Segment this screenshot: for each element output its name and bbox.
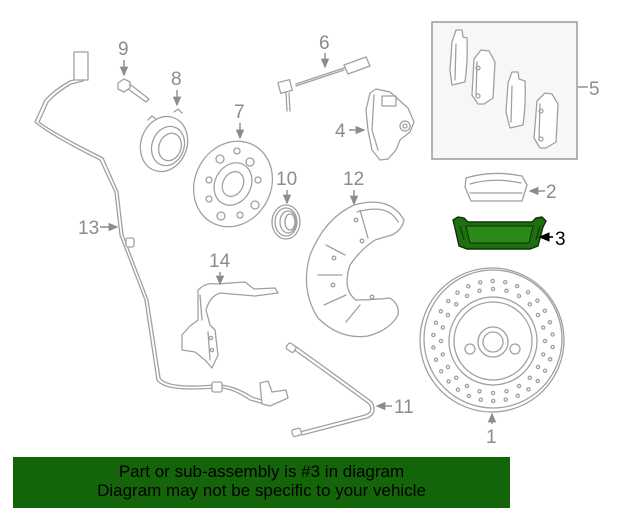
- drill-hole: [540, 325, 546, 330]
- drill-hole: [433, 357, 439, 363]
- drill-hole: [466, 393, 472, 399]
- drill-hole: [526, 387, 531, 392]
- brake-caliper-part[interactable]: 4: [335, 88, 415, 161]
- drill-hole: [516, 383, 522, 389]
- drill-hole: [466, 284, 471, 289]
- drill-hole: [445, 312, 451, 318]
- banner-line-1: Part or sub-assembly is #3 in diagram: [118, 462, 405, 481]
- drill-hole: [453, 301, 459, 307]
- callout-label-7: 7: [234, 102, 245, 123]
- sensor-cable-part[interactable]: 11: [285, 342, 414, 438]
- drill-hole: [540, 352, 546, 357]
- drill-hole: [464, 383, 470, 389]
- drill-hole: [431, 345, 436, 350]
- drill-hole: [550, 332, 555, 337]
- drill-hole: [535, 378, 541, 384]
- drill-hole: [440, 325, 446, 330]
- callout-label-3: 3: [555, 229, 566, 250]
- drill-hole: [535, 312, 541, 318]
- bearing-bolt-part[interactable]: 9: [117, 39, 150, 103]
- callout-label-8: 8: [171, 69, 182, 90]
- cable-bracket-part[interactable]: 14: [181, 251, 279, 369]
- callout-label-2: 2: [546, 182, 557, 203]
- drill-hole: [535, 298, 540, 303]
- drill-hole: [525, 290, 531, 295]
- hub-cap-seal-part[interactable]: 10: [271, 169, 301, 240]
- drill-hole: [502, 280, 508, 285]
- drill-hole: [527, 375, 533, 381]
- drill-hole: [464, 293, 470, 299]
- drill-hole: [550, 344, 555, 350]
- drill-hole: [547, 357, 553, 362]
- abs-sensor-harness-part[interactable]: 13: [34, 51, 289, 407]
- drill-hole: [433, 320, 439, 325]
- brake-rotor-part[interactable]: 1: [419, 267, 565, 448]
- dust-shield-part[interactable]: 12: [305, 169, 405, 338]
- drill-hole: [503, 397, 509, 402]
- drill-hole: [440, 352, 446, 357]
- drill-hole: [542, 338, 548, 344]
- callout-label-5: 5: [589, 79, 600, 100]
- drill-hole: [477, 288, 482, 294]
- callout-label-12: 12: [343, 169, 364, 190]
- callout-label-6: 6: [319, 33, 330, 54]
- callout-label-1: 1: [486, 427, 497, 448]
- callout-label-14: 14: [209, 251, 231, 272]
- pad-2: [471, 49, 496, 105]
- drill-hole: [455, 387, 461, 392]
- drill-hole: [438, 308, 444, 314]
- drill-hole: [504, 388, 509, 394]
- pad-3: [505, 71, 526, 129]
- drill-hole: [455, 290, 460, 295]
- drill-hole: [446, 379, 451, 384]
- callout-label-9: 9: [118, 39, 129, 60]
- brake-pad-clip-part[interactable]: 3: [452, 216, 566, 250]
- drill-hole: [542, 368, 548, 374]
- drill-hole: [547, 319, 553, 325]
- drill-hole: [514, 283, 520, 289]
- pad-wear-sensor-part[interactable]: 6: [277, 33, 371, 112]
- banner-line-2: Diagram may not be specific to your vehi…: [97, 481, 426, 500]
- drill-hole: [477, 388, 482, 394]
- drill-hole: [438, 338, 444, 344]
- callout-label-10: 10: [276, 169, 297, 190]
- drill-hole: [445, 364, 451, 370]
- drill-hole: [490, 390, 496, 396]
- drill-hole: [490, 286, 496, 292]
- drill-hole: [431, 332, 436, 338]
- drill-hole: [515, 393, 520, 398]
- callout-label-13: 13: [78, 218, 99, 239]
- drill-hole: [527, 301, 533, 307]
- drill-hole: [491, 398, 496, 404]
- wheel-hub-part[interactable]: 7: [179, 102, 287, 241]
- drill-hole: [445, 298, 451, 304]
- callout-label-11: 11: [394, 397, 414, 418]
- pad-1: [449, 29, 468, 86]
- info-banner: Part or sub-assembly is #3 in diagram Di…: [13, 457, 510, 508]
- rotor-drill-holes: [431, 278, 555, 404]
- brake-pad-set-part[interactable]: 5: [431, 21, 600, 160]
- drill-hole: [453, 375, 459, 381]
- wheel-bearing-part[interactable]: 8: [133, 69, 195, 178]
- drill-hole: [516, 293, 522, 299]
- drill-hole: [535, 364, 541, 370]
- drill-hole: [542, 308, 548, 314]
- drill-hole: [490, 278, 495, 284]
- drill-hole: [478, 397, 484, 402]
- pad-4: [533, 92, 559, 149]
- drill-hole: [477, 280, 483, 285]
- callout-label-4: 4: [335, 121, 346, 142]
- drill-hole: [438, 368, 444, 374]
- brake-pad-wear-shim-part[interactable]: 2: [464, 172, 557, 203]
- drill-hole: [504, 288, 509, 294]
